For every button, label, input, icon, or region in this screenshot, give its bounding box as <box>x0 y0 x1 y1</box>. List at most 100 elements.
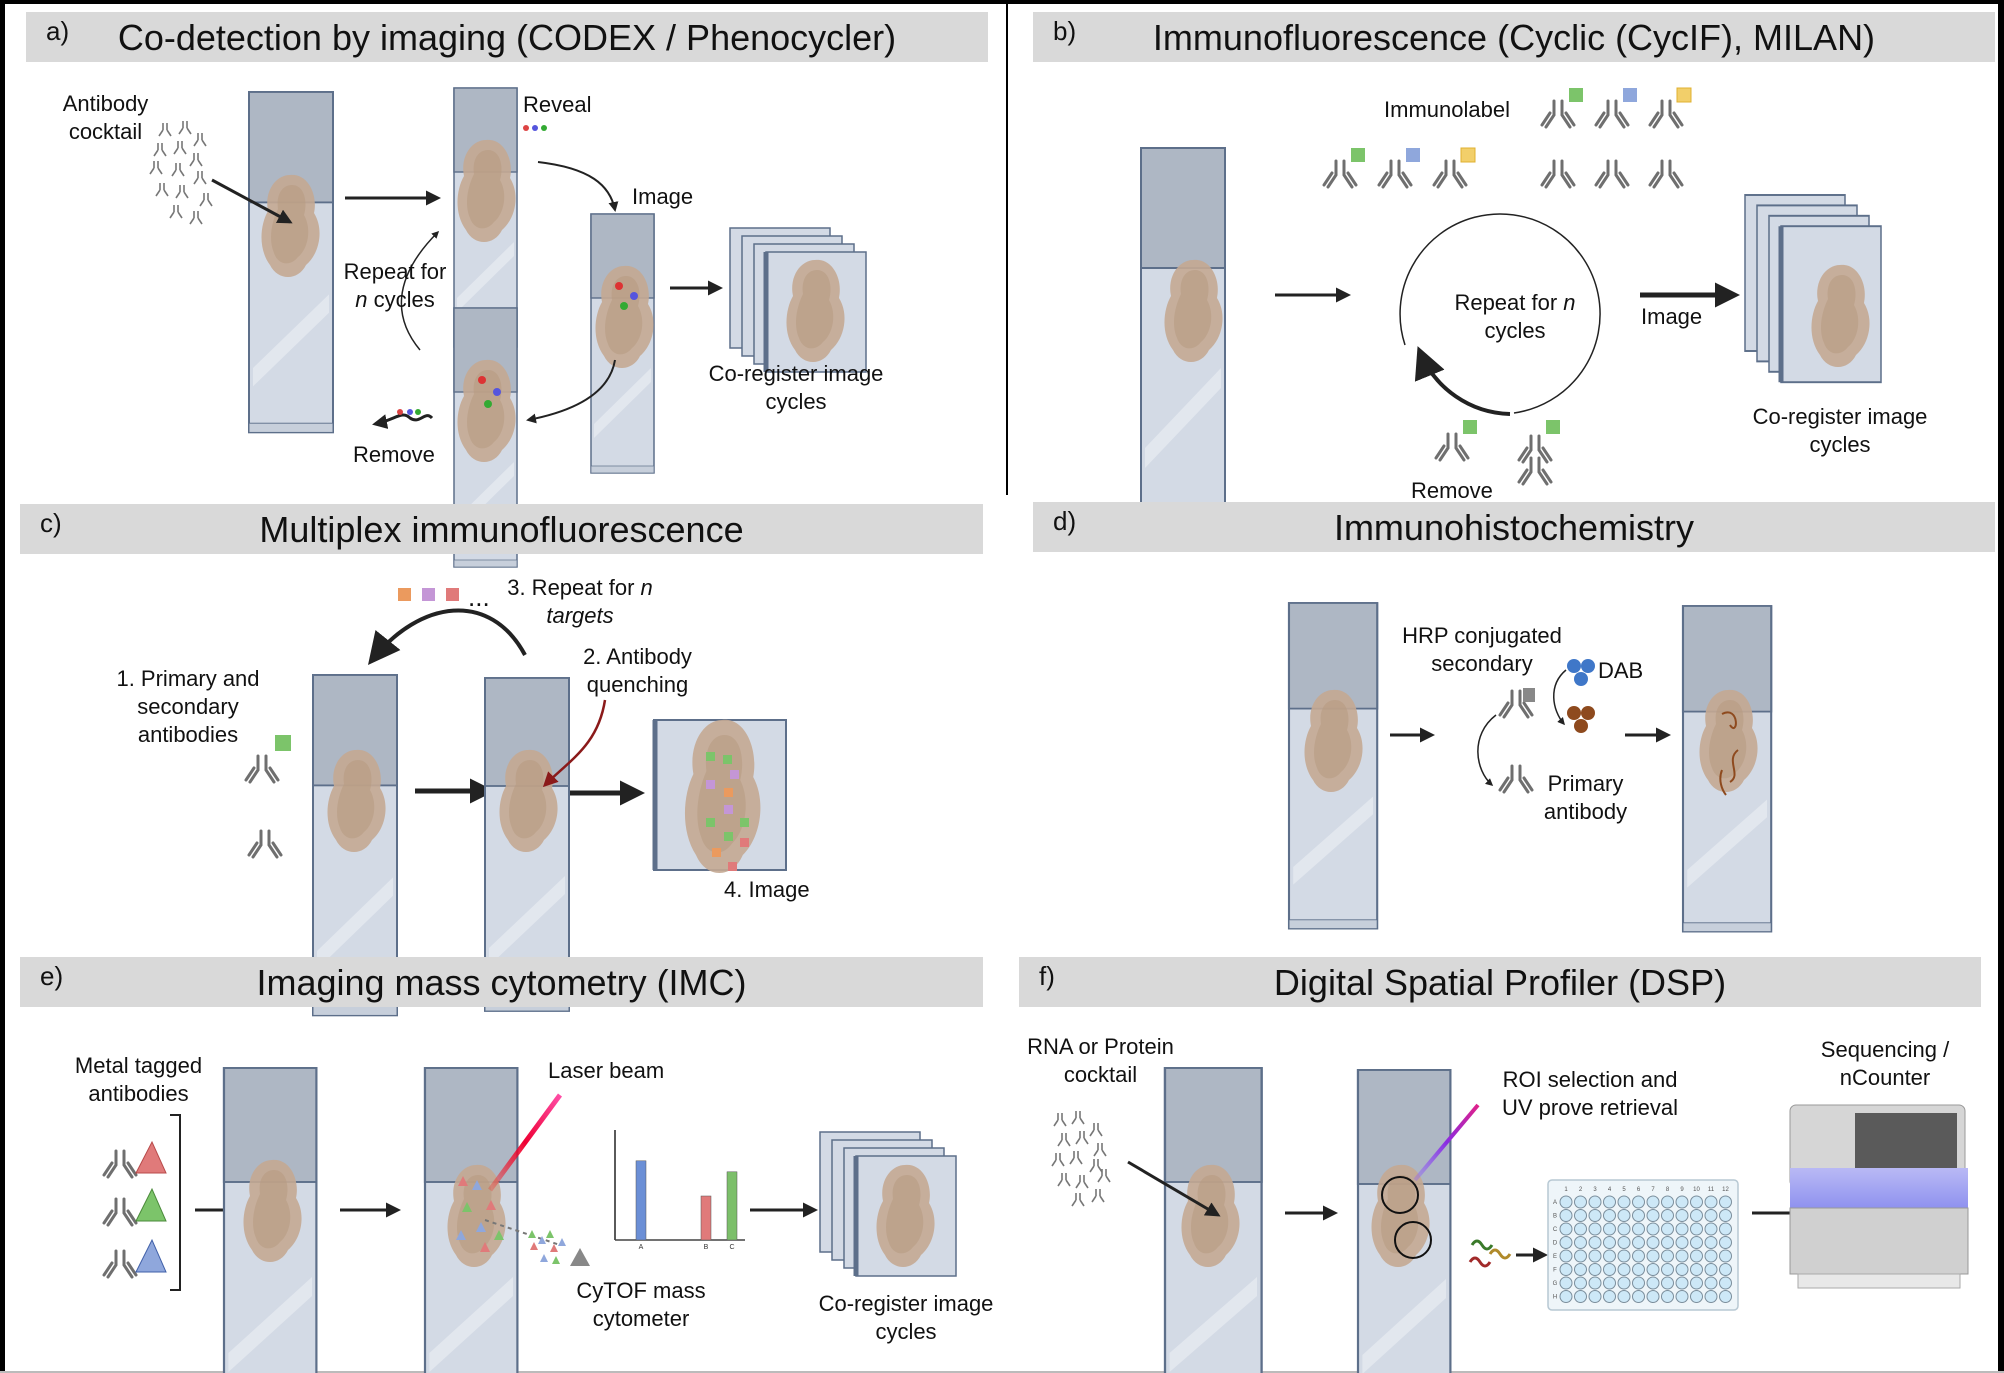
remove-label: Remove <box>1411 478 1493 503</box>
plate-well <box>1559 1195 1573 1209</box>
plate-well <box>1704 1195 1718 1209</box>
plate-column-label: 1 <box>1564 1187 1568 1193</box>
plate-well <box>1690 1222 1703 1236</box>
label-line: Repeat for n <box>1440 289 1590 317</box>
laser-beam-label: Laser beam <box>548 1058 665 1083</box>
immunolabel-label: Immunolabel <box>1384 97 1510 122</box>
plate-well <box>1588 1249 1602 1263</box>
plate-well <box>1574 1290 1587 1303</box>
step4-image-label: 4. Image <box>724 877 810 902</box>
roi-selection-label: ROI selection and UV prove retrieval <box>1490 1066 1690 1122</box>
plate-column-label: 2 <box>1579 1187 1583 1193</box>
spectrum-tick-b: B <box>704 1244 709 1251</box>
coregister-label: Co-register image cycles <box>696 360 896 416</box>
label-line: cycles <box>1809 432 1871 457</box>
plate-well <box>1588 1209 1602 1222</box>
plate-well <box>1617 1249 1631 1263</box>
plate-well <box>1603 1222 1616 1236</box>
label-line: Co-register image <box>818 1291 994 1316</box>
plate-well <box>1719 1263 1732 1276</box>
plate-well <box>1675 1209 1689 1222</box>
plate-well <box>1661 1249 1674 1263</box>
plate-well <box>1559 1209 1573 1222</box>
plate-row-label: C <box>1553 1227 1558 1233</box>
plate-well <box>1661 1263 1674 1276</box>
n-variable: n <box>640 575 653 600</box>
panel-f-letter: f) <box>1039 961 1055 991</box>
label-line: n cycles <box>335 286 455 314</box>
plate-well <box>1559 1263 1573 1276</box>
spectrum-tick-c: C <box>729 1244 734 1251</box>
step1-label: 1. Primary and secondary antibodies <box>108 665 268 749</box>
plate-well <box>1646 1276 1660 1290</box>
plate-column-label: 11 <box>1708 1187 1715 1193</box>
step3-repeat-label: 3. Repeat for n targets <box>500 574 660 630</box>
plate-well <box>1559 1276 1573 1290</box>
n-variable: n <box>1563 290 1576 315</box>
panel-b-header: b) Immunofluorescence (Cyclic (CycIF), M… <box>1033 12 1995 62</box>
label-line: cycles <box>1484 318 1546 343</box>
label-text: cycles <box>367 287 435 312</box>
plate-well <box>1661 1276 1674 1290</box>
dab-label: DAB <box>1598 658 1644 683</box>
plate-well <box>1646 1236 1660 1249</box>
panel-f-title: Digital Spatial Profiler (DSP) <box>1273 962 1727 1003</box>
plate-well <box>1588 1276 1602 1290</box>
rna-protein-cocktail-label: RNA or Protein cocktail <box>1018 1033 1183 1089</box>
label-line: ROI selection and <box>1502 1067 1678 1092</box>
n-variable: n <box>355 287 368 312</box>
plate-column-label: 9 <box>1680 1187 1684 1193</box>
plate-well <box>1646 1195 1660 1209</box>
primary-antibody-label: Primary antibody <box>1538 770 1633 826</box>
repeat-cycles-label: Repeat for n cycles <box>1440 289 1590 345</box>
plate-well <box>1690 1209 1703 1222</box>
frame-right-border <box>1998 0 2004 1373</box>
panel-b-letter: b) <box>1053 16 1077 46</box>
plate-well <box>1632 1263 1645 1276</box>
label-text: 3. Repeat for <box>507 575 641 600</box>
plate-well <box>1704 1209 1718 1222</box>
plate-well <box>1617 1276 1631 1290</box>
sequencer-machine <box>1789 1104 1969 1289</box>
panel-a-letter: a) <box>46 16 70 46</box>
panel-d-title: Immunohistochemistry <box>1333 507 1695 548</box>
label-line: Co-register image <box>708 361 884 386</box>
label-text: Repeat for <box>1454 290 1564 315</box>
plate-row-label: E <box>1553 1254 1557 1260</box>
image-label: Image <box>1641 304 1703 329</box>
label-line: RNA or Protein <box>1027 1034 1174 1059</box>
plate-well <box>1632 1276 1645 1290</box>
label-line: nCounter <box>1839 1065 1931 1090</box>
label-line: UV prove retrieval <box>1501 1095 1679 1120</box>
plate-row-label: G <box>1553 1281 1558 1287</box>
coregister-label: Co-register image cycles <box>1740 403 1940 459</box>
ion-cloud <box>528 1230 590 1266</box>
panel-e-title: Imaging mass cytometry (IMC) <box>256 962 747 1003</box>
plate-row-label: D <box>1553 1241 1558 1247</box>
plate-well <box>1559 1236 1573 1249</box>
plate-well <box>1603 1236 1616 1249</box>
plate-well <box>1617 1195 1631 1209</box>
plate-well <box>1574 1236 1587 1249</box>
frame-bottom-border <box>0 1371 2004 1373</box>
plate-well <box>1661 1209 1674 1222</box>
panel-e-header: e) Imaging mass cytometry (IMC) <box>20 957 983 1007</box>
plate-well <box>1661 1195 1674 1209</box>
plate-well <box>1603 1276 1616 1290</box>
plate-well <box>1632 1222 1645 1236</box>
plate-well <box>1690 1276 1703 1290</box>
plate-well <box>1617 1222 1631 1236</box>
label-line: Antibody <box>62 91 149 116</box>
plate-well <box>1675 1236 1689 1249</box>
column-divider <box>1006 0 1008 495</box>
label-line: cytometer <box>592 1306 690 1331</box>
plate-well <box>1632 1290 1645 1303</box>
plate-well <box>1588 1222 1602 1236</box>
panel-b-artwork <box>1140 87 1881 519</box>
label-line: Repeat for <box>343 259 447 284</box>
plate-column-label: 12 <box>1722 1187 1729 1193</box>
plate-well <box>1704 1276 1718 1290</box>
plate-column-label: 3 <box>1593 1187 1597 1193</box>
